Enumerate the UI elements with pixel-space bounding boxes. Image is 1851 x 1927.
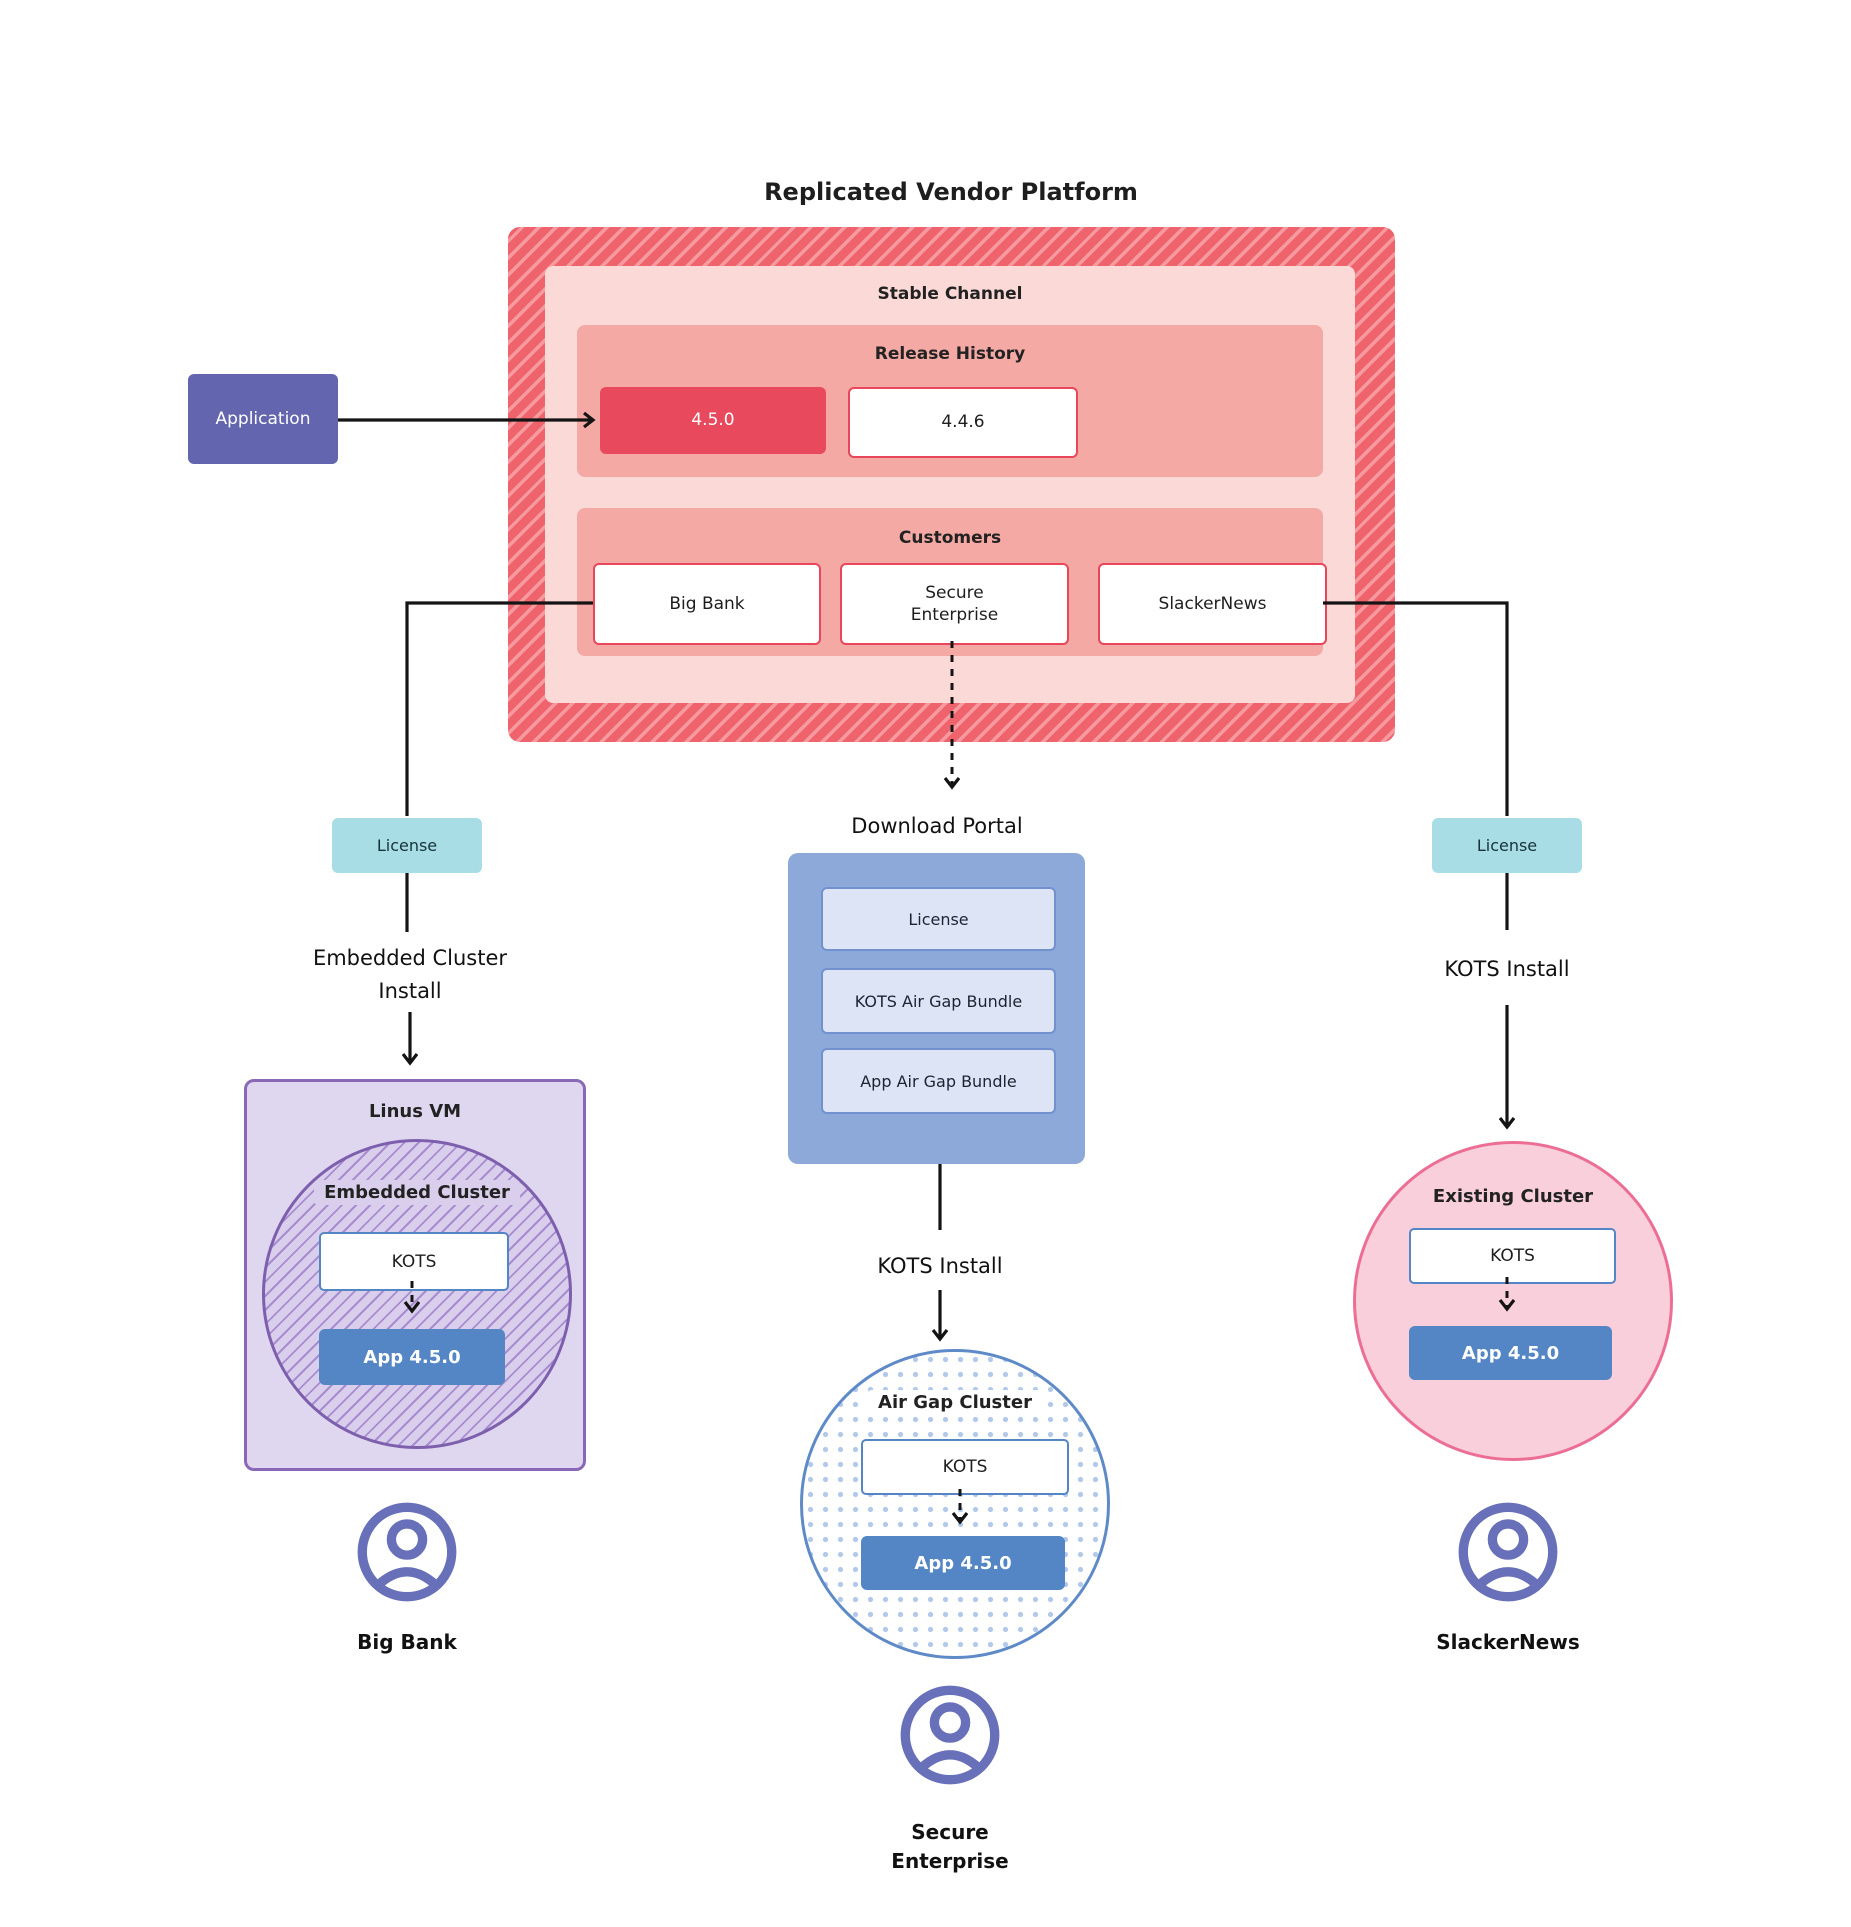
portal-item-app-airgap-bundle: App Air Gap Bundle bbox=[821, 1048, 1056, 1114]
kots-node-left: KOTS bbox=[319, 1232, 509, 1291]
app-left-label: App 4.5.0 bbox=[363, 1346, 461, 1368]
existing-cluster-circle: Existing Cluster KOTS App 4.5.0 bbox=[1353, 1141, 1673, 1461]
kots-right-label: KOTS bbox=[1490, 1246, 1535, 1266]
linus-vm-label: Linus VM bbox=[368, 1101, 462, 1122]
application-label: Application bbox=[215, 409, 311, 429]
app-node-left: App 4.5.0 bbox=[319, 1329, 505, 1385]
vendor-platform-box: Stable Channel Release History 4.5.0 4.4… bbox=[508, 227, 1395, 742]
license-node-left: License bbox=[332, 818, 482, 873]
download-portal-label: Download Portal bbox=[851, 814, 1023, 838]
persona-big-bank-label: Big Bank bbox=[357, 1630, 457, 1654]
customer-node-slackernews: SlackerNews bbox=[1098, 563, 1327, 645]
kots-node-right: KOTS bbox=[1409, 1228, 1616, 1284]
release-history-box: Release History 4.5.0 4.4.6 bbox=[577, 325, 1323, 477]
portal-item-kots-airgap-bundle: KOTS Air Gap Bundle bbox=[821, 968, 1056, 1034]
stable-channel-box: Stable Channel Release History 4.5.0 4.4… bbox=[545, 266, 1355, 703]
embedded-cluster-install-label: Embedded Cluster Install bbox=[312, 946, 508, 1003]
release-450-label: 4.5.0 bbox=[691, 410, 735, 431]
existing-cluster-label: Existing Cluster bbox=[1422, 1184, 1604, 1209]
application-node: Application bbox=[188, 374, 338, 464]
portal-license-label: License bbox=[908, 909, 969, 929]
portal-kots-bundle-label: KOTS Air Gap Bundle bbox=[854, 991, 1023, 1011]
license-left-label: License bbox=[376, 836, 438, 855]
customer-big-bank-label: Big Bank bbox=[669, 593, 745, 614]
air-gap-cluster-label: Air Gap Cluster bbox=[868, 1390, 1042, 1415]
release-446-label: 4.4.6 bbox=[941, 412, 985, 433]
release-node-450: 4.5.0 bbox=[600, 387, 826, 454]
release-node-446: 4.4.6 bbox=[848, 387, 1078, 458]
linus-vm-box: Linus VM Embedded Cluster KOTS App 4.5.0 bbox=[244, 1079, 586, 1471]
app-node-right: App 4.5.0 bbox=[1409, 1326, 1612, 1380]
download-portal-box: License KOTS Air Gap Bundle App Air Gap … bbox=[788, 853, 1085, 1164]
customer-secure-enterprise-label: Secure Enterprise bbox=[910, 582, 999, 625]
air-gap-cluster-circle: Air Gap Cluster KOTS App 4.5.0 bbox=[800, 1349, 1110, 1659]
embedded-cluster-circle: Embedded Cluster KOTS App 4.5.0 bbox=[262, 1139, 572, 1449]
kots-install-right-label: KOTS Install bbox=[1444, 957, 1570, 981]
kots-left-label: KOTS bbox=[391, 1251, 437, 1272]
kots-center-label: KOTS bbox=[942, 1457, 988, 1477]
license-node-right: License bbox=[1432, 818, 1582, 873]
portal-app-bundle-label: App Air Gap Bundle bbox=[860, 1071, 1017, 1091]
customers-box: Customers Big Bank Secure Enterprise Sla… bbox=[577, 508, 1327, 656]
customer-node-big-bank: Big Bank bbox=[593, 563, 821, 645]
person-icon bbox=[900, 1685, 1000, 1785]
embedded-cluster-label: Embedded Cluster bbox=[314, 1180, 520, 1205]
person-icon bbox=[357, 1502, 457, 1602]
app-node-center: App 4.5.0 bbox=[861, 1536, 1065, 1590]
persona-secure-enterprise-label: Secure Enterprise bbox=[891, 1820, 1009, 1873]
release-history-label: Release History bbox=[874, 344, 1026, 364]
app-right-label: App 4.5.0 bbox=[1461, 1342, 1560, 1364]
customer-node-secure-enterprise: Secure Enterprise bbox=[840, 563, 1069, 645]
app-center-label: App 4.5.0 bbox=[914, 1552, 1012, 1574]
kots-install-center-label: KOTS Install bbox=[877, 1254, 1003, 1278]
portal-item-license: License bbox=[821, 887, 1056, 951]
customer-slackernews-label: SlackerNews bbox=[1158, 593, 1267, 614]
stable-channel-label: Stable Channel bbox=[877, 284, 1023, 304]
diagram-title: Replicated Vendor Platform bbox=[764, 178, 1138, 206]
customers-label: Customers bbox=[898, 528, 1002, 548]
kots-node-center: KOTS bbox=[861, 1439, 1069, 1495]
person-icon bbox=[1458, 1502, 1558, 1602]
license-right-label: License bbox=[1476, 836, 1538, 855]
persona-slackernews-label: SlackerNews bbox=[1436, 1630, 1580, 1654]
